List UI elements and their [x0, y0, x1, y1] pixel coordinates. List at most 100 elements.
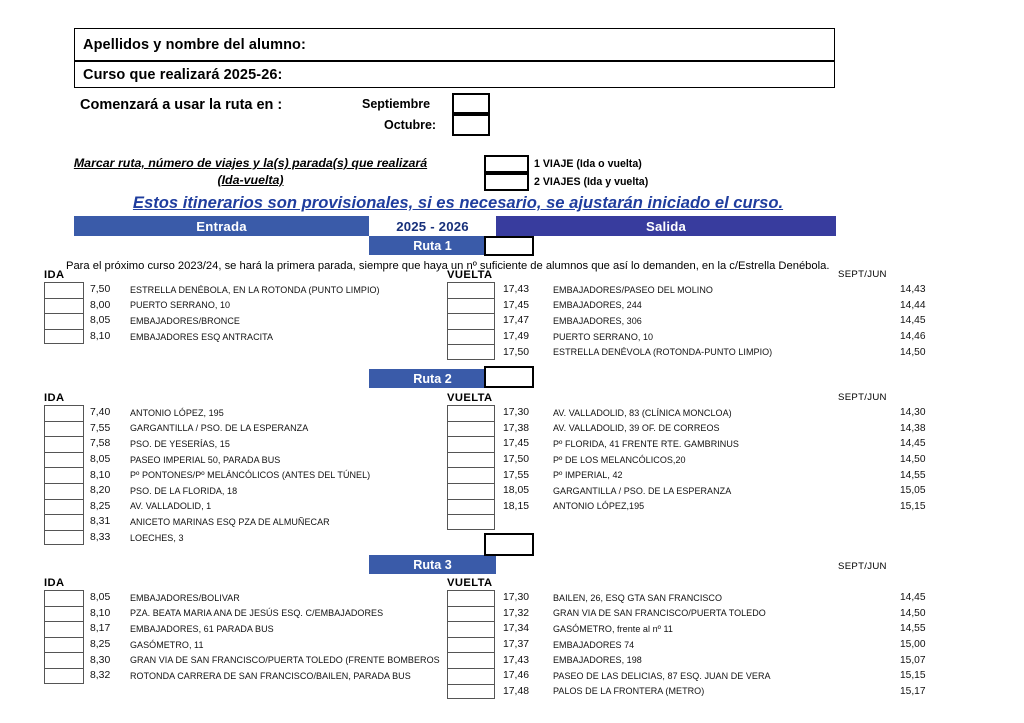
checkbox-1-viaje[interactable] [484, 155, 529, 173]
stop-checkbox[interactable] [45, 500, 83, 516]
stop-name: EMBAJADORES, 61 PARADA BUS [130, 623, 274, 634]
stop-checkbox[interactable] [448, 622, 494, 638]
vuelta-checkbox-column[interactable] [447, 405, 495, 530]
ida-checkbox-column[interactable] [44, 405, 84, 547]
checkbox-2-viajes[interactable] [484, 173, 529, 191]
stop-checkbox[interactable] [45, 591, 83, 607]
stop-checkbox[interactable] [45, 622, 83, 638]
stop-name: PASEO DE LAS DELICIAS, 87 ESQ. JUAN DE V… [553, 670, 771, 681]
stop-checkbox[interactable] [448, 591, 494, 607]
stop-time: 17,50 [503, 454, 530, 466]
stop-name: PUERTO SERRANO, 10 [553, 331, 654, 342]
apellidos-label: Apellidos y nombre del alumno: [83, 36, 306, 53]
stop-name: GRAN VIA DE SAN FRANCISCO/PUERTA TOLEDO [553, 608, 766, 619]
checkbox-ruta-3[interactable] [484, 533, 534, 556]
stop-checkbox[interactable] [45, 669, 83, 685]
stop-checkbox[interactable] [45, 283, 83, 299]
stop-checkbox[interactable] [45, 314, 83, 330]
stop-checkbox[interactable] [45, 653, 83, 669]
stop-checkbox[interactable] [45, 453, 83, 469]
stop-name: PASEO IMPERIAL 50, PARADA BUS [130, 454, 281, 465]
ruta-2-bar: Ruta 2 [369, 369, 496, 388]
ida-column-heading: IDA [44, 577, 65, 589]
stop-time: 8,10 [90, 469, 111, 481]
stop-checkbox[interactable] [448, 669, 494, 685]
stop-checkbox[interactable] [45, 299, 83, 315]
stop-checkbox[interactable] [45, 468, 83, 484]
stop-checkbox[interactable] [448, 468, 494, 484]
stop-checkbox[interactable] [448, 653, 494, 669]
stop-checkbox[interactable] [45, 531, 83, 547]
stop-checkbox[interactable] [448, 453, 494, 469]
stop-checkbox[interactable] [448, 283, 494, 299]
stop-name: AV. VALLADOLID, 39 OF. DE CORREOS [553, 423, 720, 434]
checkbox-septiembre[interactable] [452, 93, 490, 114]
stop-checkbox[interactable] [448, 515, 494, 531]
stop-time: 8,32 [90, 670, 111, 682]
stop-checkbox[interactable] [45, 515, 83, 531]
stop-checkbox[interactable] [45, 422, 83, 438]
stop-checkbox[interactable] [448, 330, 494, 346]
stop-time-sept-jun: 14,46 [900, 331, 926, 343]
stop-checkbox[interactable] [448, 638, 494, 654]
stop-time: 7,58 [90, 438, 111, 450]
stop-time: 7,55 [90, 422, 111, 434]
stop-time: 17,30 [503, 407, 530, 419]
stop-checkbox[interactable] [45, 406, 83, 422]
stop-checkbox[interactable] [448, 314, 494, 330]
stop-time: 8,25 [90, 500, 111, 512]
stop-checkbox[interactable] [448, 345, 494, 361]
stop-name: ESTRELLA DENÉVOLA (ROTONDA-PUNTO LIMPIO) [553, 347, 773, 358]
stop-checkbox[interactable] [45, 437, 83, 453]
stop-name: EMBAJADORES ESQ ANTRACITA [130, 331, 274, 342]
stop-checkbox[interactable] [448, 685, 494, 701]
ida-checkbox-column[interactable] [44, 282, 84, 346]
checkbox-ruta-2[interactable] [484, 366, 534, 388]
stop-time: 17,43 [503, 284, 530, 296]
aviso-provisional: Estos itinerarios son provisionales, si … [132, 193, 784, 212]
stop-time: 8,05 [90, 454, 111, 466]
stop-checkbox[interactable] [45, 330, 83, 346]
field-curso[interactable]: Curso que realizará 2025-26: [74, 61, 835, 88]
stop-checkbox[interactable] [448, 500, 494, 516]
checkbox-octubre[interactable] [452, 114, 490, 136]
stop-checkbox[interactable] [448, 607, 494, 623]
stop-checkbox[interactable] [448, 299, 494, 315]
field-apellidos-nombre[interactable]: Apellidos y nombre del alumno: [74, 28, 835, 61]
stop-checkbox[interactable] [448, 437, 494, 453]
stop-checkbox[interactable] [448, 484, 494, 500]
stop-checkbox[interactable] [448, 406, 494, 422]
stop-name: LOECHES, 3 [130, 532, 184, 543]
vuelta-checkbox-column[interactable] [447, 282, 495, 360]
stop-name: GARGANTILLA / PSO. DE LA ESPERANZA [130, 423, 309, 434]
stop-name: EMBAJADORES, 306 [553, 315, 642, 326]
stop-time-sept-jun: 14,44 [900, 299, 926, 311]
stop-name: EMBAJADORES/PASEO DEL MOLINO [553, 284, 713, 295]
stop-time: 8,00 [90, 299, 111, 311]
stop-checkbox[interactable] [448, 422, 494, 438]
stop-checkbox[interactable] [45, 638, 83, 654]
stop-time: 17,38 [503, 422, 530, 434]
checkbox-ruta-1[interactable] [484, 236, 534, 256]
ida-checkbox-column[interactable] [44, 590, 84, 684]
vuelta-checkbox-column[interactable] [447, 590, 495, 701]
stop-checkbox[interactable] [45, 607, 83, 623]
stop-name: GASÓMETRO, frente al nº 11 [553, 623, 673, 634]
viaje2-label: 2 VIAJES (Ida y vuelta) [534, 176, 649, 188]
stop-time-sept-jun: 15,00 [900, 639, 926, 651]
stop-checkbox[interactable] [45, 484, 83, 500]
